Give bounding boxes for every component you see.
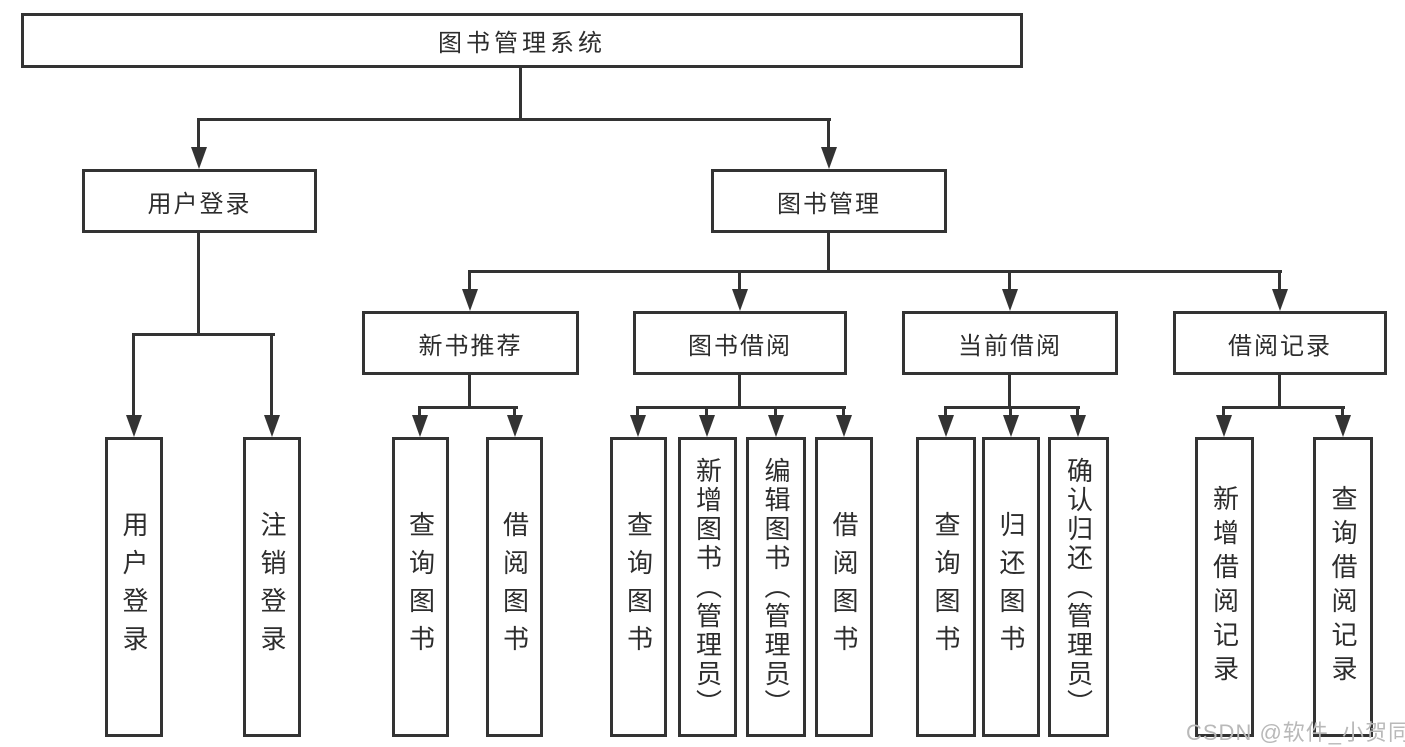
- connector-line: [827, 232, 830, 272]
- node-borrow-records: 借阅记录: [1173, 311, 1387, 375]
- connector-line: [1009, 408, 1012, 417]
- leaf-current-confirm-return-admin: 确认归还（管理员）: [1048, 437, 1109, 737]
- leaf-borrow-edit-books-admin: 编辑图书（管理员）: [746, 437, 806, 737]
- node-label: 图书借阅: [688, 332, 792, 360]
- connector-line: [636, 408, 639, 417]
- csdn-watermark: CSDN @软件_小贺同学: [1186, 720, 1405, 745]
- arrow-down-icon: [630, 415, 646, 437]
- node-label: 编辑图书（管理员）: [761, 456, 791, 718]
- arrow-down-icon: [1216, 415, 1232, 437]
- leaf-borrow-borrow-books: 借阅图书: [815, 437, 873, 737]
- leaf-user-login: 用户登录: [105, 437, 163, 737]
- node-book-management: 图书管理: [711, 169, 947, 233]
- node-current-borrow: 当前借阅: [902, 311, 1118, 375]
- node-label: 新增借阅记录: [1209, 485, 1240, 689]
- connector-line: [842, 408, 845, 417]
- arrow-down-icon: [191, 147, 207, 169]
- node-label: 查询图书: [405, 511, 436, 663]
- connector-line: [1222, 408, 1225, 417]
- connector-line: [519, 68, 522, 121]
- arrow-down-icon: [507, 415, 523, 437]
- arrow-down-icon: [1272, 289, 1288, 311]
- connector-line: [827, 120, 830, 150]
- node-new-book-recommend: 新书推荐: [362, 311, 579, 375]
- arrow-down-icon: [412, 415, 428, 437]
- leaf-current-return-books: 归还图书: [982, 437, 1040, 737]
- connector-line: [1341, 408, 1344, 417]
- connector-line: [738, 272, 741, 291]
- node-user-login: 用户登录: [82, 169, 317, 233]
- connector-line: [738, 375, 741, 408]
- leaf-recommend-borrow-books: 借阅图书: [486, 437, 543, 737]
- connector-line: [944, 406, 1080, 409]
- arrow-down-icon: [699, 415, 715, 437]
- node-label: 归还图书: [996, 511, 1026, 663]
- connector-line: [132, 335, 135, 417]
- connector-line: [513, 408, 516, 417]
- arrow-down-icon: [732, 289, 748, 311]
- connector-line: [636, 406, 846, 409]
- connector-line: [468, 375, 471, 408]
- connector-line: [1008, 375, 1011, 408]
- node-label: 查询图书: [623, 511, 654, 663]
- arrow-down-icon: [1002, 289, 1018, 311]
- leaf-records-query-record: 查询借阅记录: [1313, 437, 1373, 737]
- connector-line: [774, 408, 777, 417]
- node-label: 用户登录: [119, 511, 149, 663]
- node-label: 用户登录: [147, 190, 252, 218]
- connector-line: [1222, 406, 1345, 409]
- node-label: 借阅图书: [829, 511, 859, 663]
- node-label: 新书推荐: [418, 332, 523, 360]
- connector-line: [197, 233, 200, 336]
- connector-line: [197, 118, 831, 121]
- node-label: 查询借阅记录: [1328, 485, 1358, 689]
- leaf-recommend-query-books: 查询图书: [392, 437, 449, 737]
- connector-line: [944, 408, 947, 417]
- leaf-current-query-books: 查询图书: [916, 437, 976, 737]
- leaf-borrow-add-books-admin: 新增图书（管理员）: [678, 437, 737, 737]
- arrow-down-icon: [768, 415, 784, 437]
- arrow-down-icon: [836, 415, 852, 437]
- connector-line: [270, 335, 273, 417]
- node-label: 确认归还（管理员）: [1063, 456, 1094, 718]
- arrow-down-icon: [126, 415, 142, 437]
- node-label: 当前借阅: [958, 332, 1062, 360]
- node-root-system: 图书管理系统: [21, 13, 1023, 68]
- connector-line: [1278, 272, 1281, 291]
- node-label: 查询图书: [931, 511, 961, 663]
- node-label: 注销登录: [257, 511, 287, 663]
- leaf-borrow-query-books: 查询图书: [610, 437, 667, 737]
- arrow-down-icon: [821, 147, 837, 169]
- node-label: 新增图书（管理员）: [692, 456, 723, 718]
- connector-line: [468, 272, 471, 291]
- connector-line: [705, 408, 708, 417]
- connector-line: [197, 120, 200, 150]
- connector-line: [1076, 408, 1079, 417]
- node-label: 图书管理系统: [438, 30, 606, 57]
- arrow-down-icon: [938, 415, 954, 437]
- leaf-logout: 注销登录: [243, 437, 301, 737]
- connector-line: [418, 408, 421, 417]
- connector-line: [1008, 272, 1011, 291]
- node-label: 借阅记录: [1228, 332, 1332, 360]
- connector-line: [418, 406, 518, 409]
- arrow-down-icon: [264, 415, 280, 437]
- arrow-down-icon: [1070, 415, 1086, 437]
- connector-line: [132, 333, 275, 336]
- node-label: 借阅图书: [499, 511, 530, 663]
- node-label: 图书管理: [777, 190, 881, 218]
- connector-line: [468, 270, 1282, 273]
- node-book-borrow: 图书借阅: [633, 311, 847, 375]
- connector-line: [1278, 375, 1281, 408]
- arrow-down-icon: [462, 289, 478, 311]
- arrow-down-icon: [1003, 415, 1019, 437]
- leaf-records-add-record: 新增借阅记录: [1195, 437, 1254, 737]
- arrow-down-icon: [1335, 415, 1351, 437]
